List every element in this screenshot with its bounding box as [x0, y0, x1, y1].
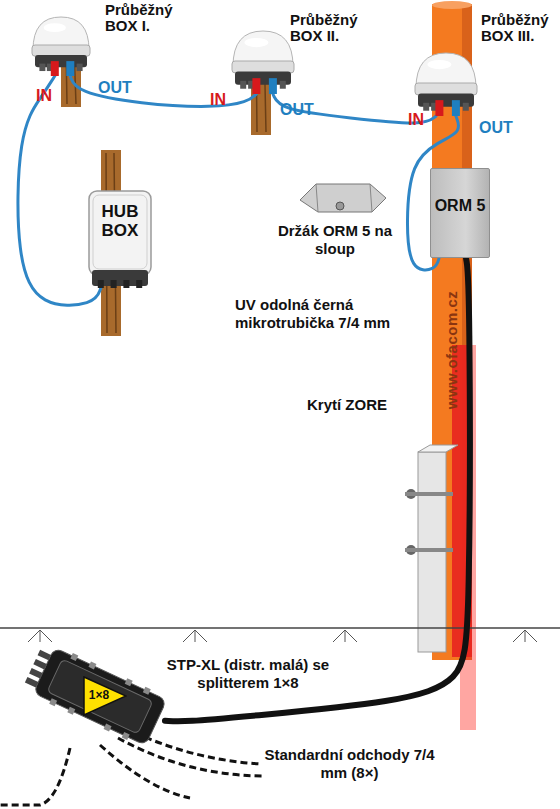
- in-port: [435, 100, 443, 116]
- callout-label: OUT: [280, 100, 314, 119]
- node-text: 1×8: [84, 688, 114, 702]
- ground-hatch: [28, 630, 537, 642]
- dome-highlight: [428, 60, 452, 69]
- node-text: Průběžný BOX II.: [290, 12, 370, 44]
- junction-box: Průběžný BOX III.: [413, 50, 479, 116]
- microtube: [70, 76, 256, 106]
- junction-box-body: [230, 28, 296, 94]
- hub-gland: [111, 280, 117, 288]
- node-text: Průběžný BOX III.: [481, 12, 560, 44]
- pole-top: [432, 1, 472, 9]
- gland: [280, 81, 286, 89]
- splitter-shape: [84, 677, 126, 715]
- box-band: [32, 45, 90, 56]
- closure-port: [25, 677, 38, 688]
- dome-highlight: [44, 23, 66, 32]
- gland: [463, 103, 469, 111]
- closure-port: [33, 659, 46, 670]
- callout-label: IN: [408, 110, 424, 129]
- holder-bolt: [336, 202, 344, 210]
- bolt-rod: [405, 492, 453, 496]
- gland: [77, 64, 83, 71]
- callout-label: OUT: [98, 78, 132, 97]
- closure-clip: [143, 687, 151, 695]
- ground-line: [0, 627, 560, 629]
- gland: [39, 64, 45, 71]
- splice-closure: STP-XL (distr. malá) se splitterem 1×81×…: [35, 648, 165, 745]
- callout-label: OUT: [479, 118, 513, 137]
- junction-box-body: [413, 50, 479, 116]
- in-port: [51, 61, 59, 76]
- hub-gland: [136, 280, 142, 288]
- support-top: [418, 445, 458, 452]
- node-text: Průběžný BOX I.: [105, 2, 185, 34]
- orm-holder: [300, 184, 386, 212]
- orm-cabinet: ORM 5: [430, 168, 490, 258]
- microtube: [18, 76, 101, 305]
- gland: [423, 103, 429, 111]
- closure-group: [21, 640, 168, 748]
- closure-clip: [125, 678, 133, 686]
- bolt-rod: [405, 548, 453, 552]
- closure-clip: [88, 661, 96, 669]
- splitter-symbol: 1×8: [83, 676, 127, 716]
- drop-line: [100, 745, 190, 798]
- out-port: [269, 78, 277, 94]
- hub-box: HUB BOX: [88, 190, 152, 288]
- closure-clip: [122, 732, 130, 740]
- holder-fold: [316, 184, 372, 212]
- drop-line: [118, 738, 262, 776]
- closure-port: [29, 668, 42, 679]
- junction-box-body: [30, 14, 92, 76]
- callout-label: Krytí ZORE: [307, 396, 387, 414]
- out-port: [452, 100, 460, 116]
- closure-shell: [33, 648, 167, 746]
- hub-gland: [123, 280, 129, 288]
- callout-label: Standardní odchody 7/4 mm (8×): [262, 746, 437, 782]
- drop-lines: [0, 728, 262, 805]
- callout-label: IN: [36, 86, 52, 105]
- callout-label: Držák ORM 5 na sloup: [265, 222, 405, 258]
- dome-highlight: [245, 38, 269, 47]
- junction-box: Průběžný BOX II.: [230, 28, 296, 94]
- callout-label: UV odolná černá mikrotrubička 7/4 mm: [235, 296, 410, 332]
- gland: [240, 81, 246, 89]
- node-text: STP-XL (distr. malá) se splitterem 1×8: [159, 656, 337, 692]
- node-text: HUB BOX: [90, 202, 150, 240]
- drop-line: [0, 748, 70, 805]
- callout-label: www.ofacom.cz: [443, 280, 461, 420]
- junction-box: Průběžný BOX I.: [30, 14, 92, 76]
- callout-label: IN: [210, 90, 226, 109]
- box-band: [415, 83, 477, 95]
- closure-lid: [47, 659, 153, 734]
- closure-clip: [70, 653, 78, 661]
- feeder-tube: [165, 258, 470, 721]
- closure-clip: [104, 724, 112, 732]
- in-port: [252, 78, 260, 94]
- closure-port: [38, 650, 51, 661]
- hub-shell: [89, 191, 151, 275]
- out-port: [66, 61, 74, 76]
- closure-clip: [67, 707, 75, 715]
- box-band: [232, 61, 294, 73]
- closure-clip: [49, 698, 57, 706]
- node-text: ORM 5: [431, 197, 489, 215]
- hub-gland: [98, 280, 104, 288]
